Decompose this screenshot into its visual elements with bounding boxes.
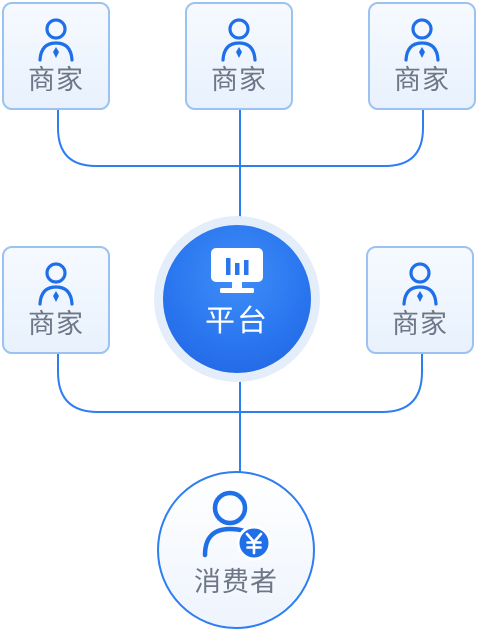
merchant-label: 商家 [28,309,84,340]
consumer-label: 消费者 [194,567,278,598]
merchant-label: 商家 [392,309,448,340]
merchant-label: 商家 [28,65,84,96]
merchant-label: 商家 [394,65,450,96]
merchant-person-icon [38,262,74,306]
merchant-label: 商家 [211,65,267,96]
merchant-card: 商家 [368,2,476,110]
merchant-person-icon [221,18,257,62]
merchant-card: 商家 [2,2,110,110]
merchant-card: 商家 [2,246,110,354]
merchant-person-icon [38,18,74,62]
merchant-card: 商家 [185,2,293,110]
merchant-person-icon [404,18,440,62]
consumer-node: 消费者 [157,471,315,629]
chart-screen-icon [211,248,263,293]
person-yuan-icon [202,490,272,561]
platform-label: 平台 [205,304,269,339]
merchant-person-icon [402,262,438,306]
platform-node: 平台 [163,225,311,373]
merchant-card: 商家 [366,246,474,354]
